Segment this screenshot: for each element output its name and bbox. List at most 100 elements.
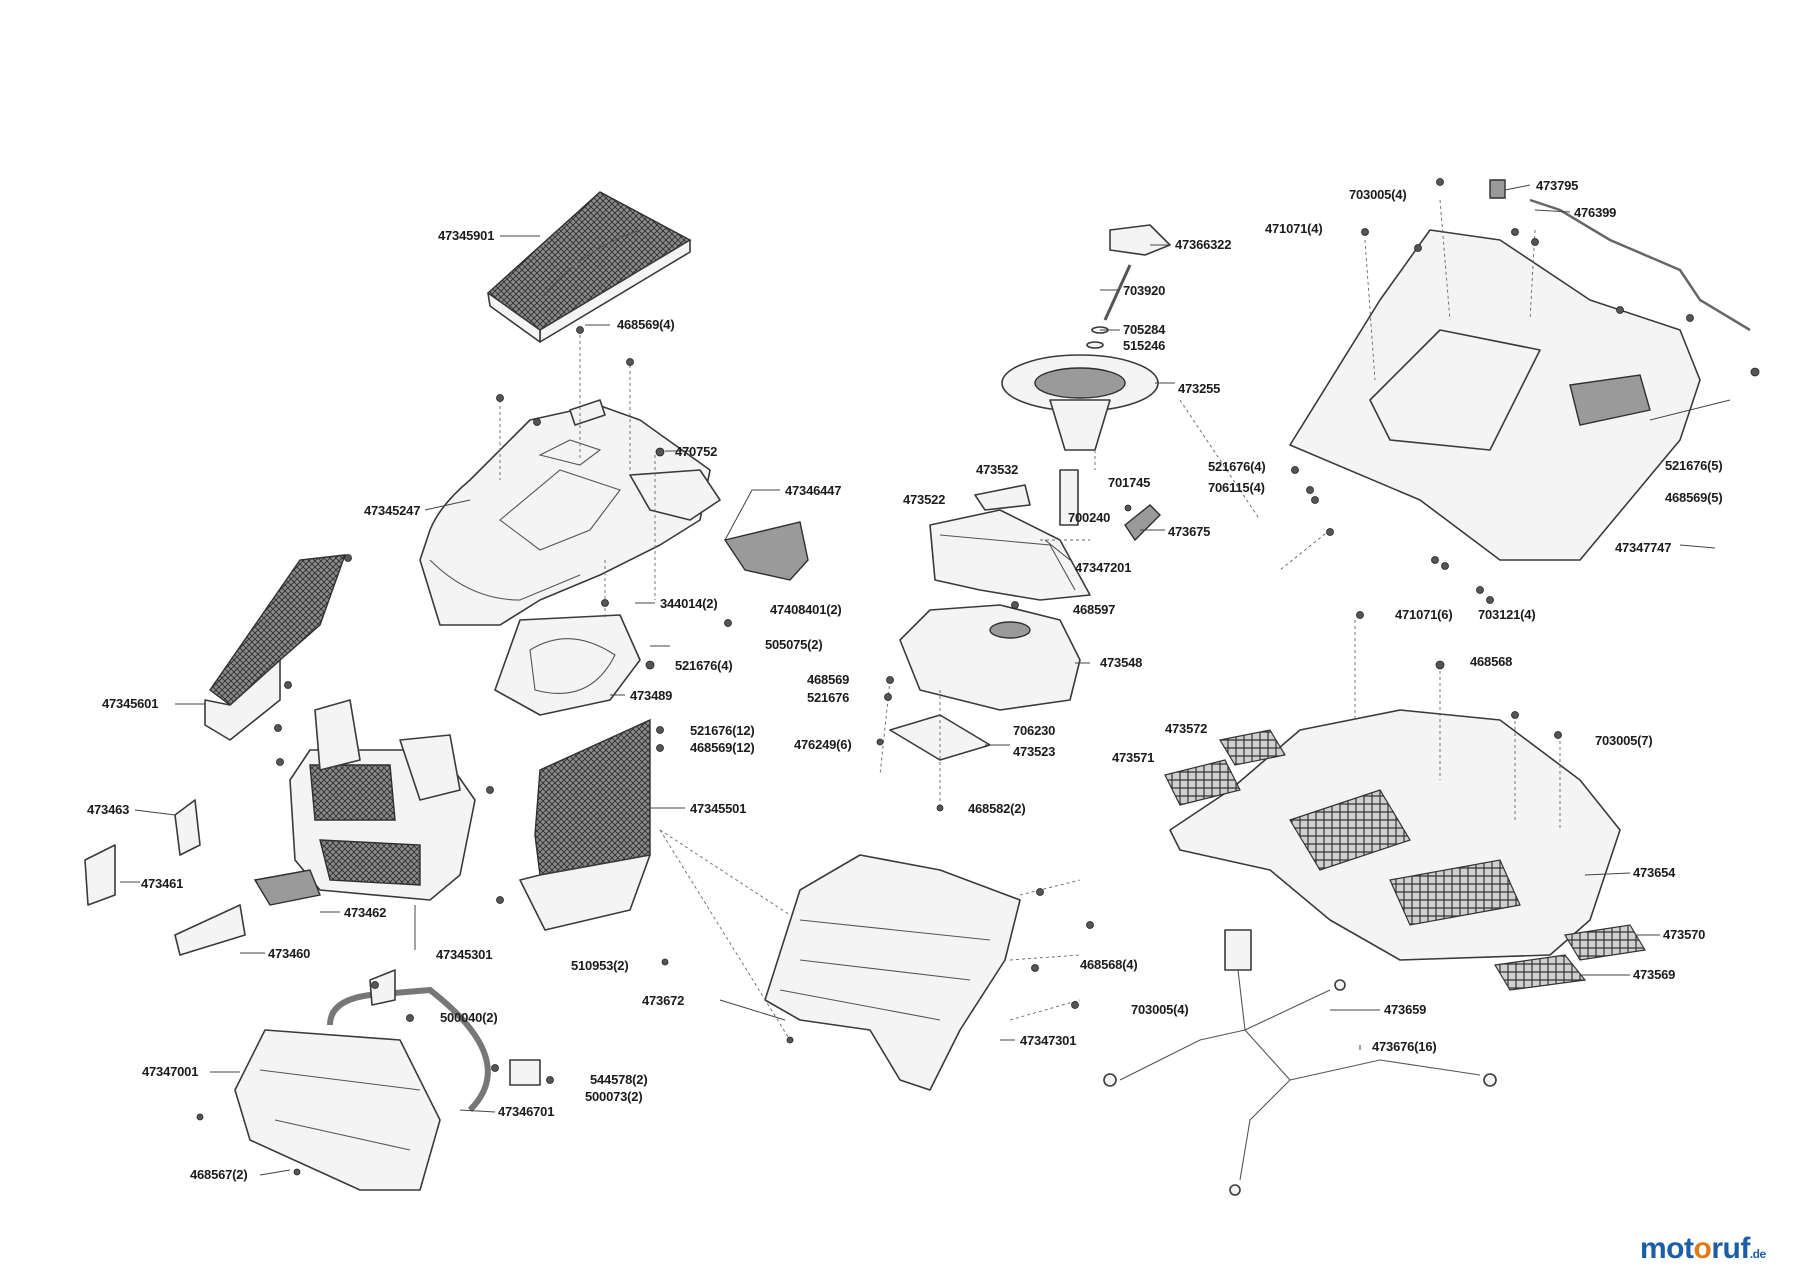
label-47347201: 47347201	[1075, 560, 1132, 575]
label-47345247: 47345247	[364, 503, 421, 518]
label-473522: 473522	[903, 492, 946, 507]
label-521676-5: 521676(5)	[1665, 458, 1723, 473]
harness-473659	[1103, 929, 1497, 1196]
label-473463: 473463	[87, 802, 130, 817]
label-47345301: 47345301	[436, 947, 493, 962]
label-473795: 473795	[1536, 178, 1579, 193]
label-473659: 473659	[1384, 1002, 1427, 1017]
label-473532: 473532	[976, 462, 1019, 477]
small-part-473463	[174, 799, 201, 856]
label-473548: 473548	[1100, 655, 1143, 670]
fender-47347747	[1289, 229, 1701, 561]
label-47346701: 47346701	[498, 1104, 555, 1119]
label-468569-4: 468569(4)	[617, 317, 675, 332]
label-521676: 521676	[807, 690, 850, 705]
label-47347747: 47347747	[1615, 540, 1672, 555]
label-47345901: 47345901	[438, 228, 495, 243]
label-500040-2: 500040(2)	[440, 1010, 498, 1025]
lever-473675	[1124, 504, 1161, 542]
label-500073-2: 500073(2)	[585, 1089, 643, 1104]
label-468597: 468597	[1073, 602, 1116, 617]
pads-473571	[1164, 759, 1241, 806]
label-47366322: 47366322	[1175, 237, 1232, 252]
dashboard-473548	[899, 604, 1081, 711]
label-521676-4: 521676(4)	[675, 658, 733, 673]
footboard-473654	[1169, 709, 1621, 961]
rod-476399	[1529, 198, 1751, 332]
cover-47347301	[764, 854, 1021, 1091]
pads-473572	[1219, 729, 1286, 766]
label-473569: 473569	[1633, 967, 1676, 982]
label-468569-12: 468569(12)	[690, 740, 755, 755]
label-476249-6: 476249(6)	[794, 737, 852, 752]
small-part-473462	[253, 869, 321, 906]
logo-part-1: mot	[1640, 1232, 1694, 1265]
label-510953-2: 510953(2)	[571, 958, 629, 973]
logo-part-3: ruf	[1711, 1232, 1750, 1265]
label-544578-2: 544578(2)	[590, 1072, 648, 1087]
label-468568-4: 468568(4)	[1080, 957, 1138, 972]
label-47345601: 47345601	[102, 696, 159, 711]
small-part-473460	[174, 904, 246, 956]
steering-column-473532	[1059, 469, 1079, 526]
label-703121-4: 703121(4)	[1478, 607, 1536, 622]
label-47347001: 47347001	[142, 1064, 199, 1079]
label-471071-6: 471071(6)	[1395, 607, 1453, 622]
hood-insert-47345901	[486, 191, 692, 343]
label-700240: 700240	[1068, 510, 1111, 525]
label-468568: 468568	[1470, 654, 1513, 669]
label-468569-5: 468569(5)	[1665, 490, 1723, 505]
label-471071-4: 471071(4)	[1265, 221, 1323, 236]
front-bumper-47347001	[234, 1029, 441, 1191]
label-473571: 473571	[1112, 750, 1155, 765]
label-473672: 473672	[642, 993, 685, 1008]
label-476399: 476399	[1574, 205, 1617, 220]
label-706115-4: 706115(4)	[1208, 480, 1265, 495]
front-grille-47345301	[289, 699, 476, 901]
label-473654: 473654	[1633, 865, 1676, 880]
label-473462: 473462	[344, 905, 387, 920]
label-473676-16: 473676(16)	[1372, 1039, 1437, 1054]
hood-47345247	[419, 399, 721, 626]
logo-tld: .de	[1749, 1247, 1766, 1261]
steering-cap-47366322	[1109, 224, 1171, 256]
label-703005-7: 703005(7)	[1595, 733, 1653, 748]
side-grille-47345601	[204, 554, 347, 741]
label-344014-2: 344014(2)	[660, 596, 718, 611]
label-703920: 703920	[1123, 283, 1166, 298]
label-706230: 706230	[1013, 723, 1056, 738]
bumper-bar-47346701	[327, 969, 541, 1113]
pads-473569	[1494, 954, 1587, 991]
label-521676-4-right: 521676(4)	[1208, 459, 1266, 474]
label-470752: 470752	[675, 444, 718, 459]
pads-473570	[1564, 924, 1646, 961]
label-473489: 473489	[630, 688, 673, 703]
seat-well-473489	[494, 614, 641, 716]
label-473255: 473255	[1178, 381, 1221, 396]
screws	[196, 178, 1760, 1176]
label-473675: 473675	[1168, 524, 1211, 539]
label-47346447: 47346447	[785, 483, 842, 498]
steering-shaft-703920	[1086, 264, 1132, 349]
leader-lines	[120, 184, 1731, 1176]
steering-wheel-473255	[1001, 354, 1159, 451]
label-47347301: 47347301	[1020, 1033, 1077, 1048]
label-703005-4-center: 703005(4)	[1131, 1002, 1189, 1017]
cover-plate-47346447	[723, 489, 809, 581]
label-701745: 701745	[1108, 475, 1151, 490]
motoruf-logo: motoruf.de	[1640, 1232, 1766, 1266]
label-468569: 468569	[807, 672, 850, 687]
lever-473522	[974, 484, 1031, 511]
label-473572: 473572	[1165, 721, 1208, 736]
label-473460: 473460	[268, 946, 311, 961]
label-473523: 473523	[1013, 744, 1056, 759]
label-468582-2: 468582(2)	[968, 801, 1026, 816]
label-505075-2: 505075(2)	[765, 637, 823, 652]
label-473570: 473570	[1663, 927, 1706, 942]
label-521676-12: 521676(12)	[690, 723, 755, 738]
label-47408401-2: 47408401(2)	[770, 602, 842, 617]
dash-panel-47347201	[929, 509, 1091, 601]
small-part-473461	[84, 844, 116, 906]
